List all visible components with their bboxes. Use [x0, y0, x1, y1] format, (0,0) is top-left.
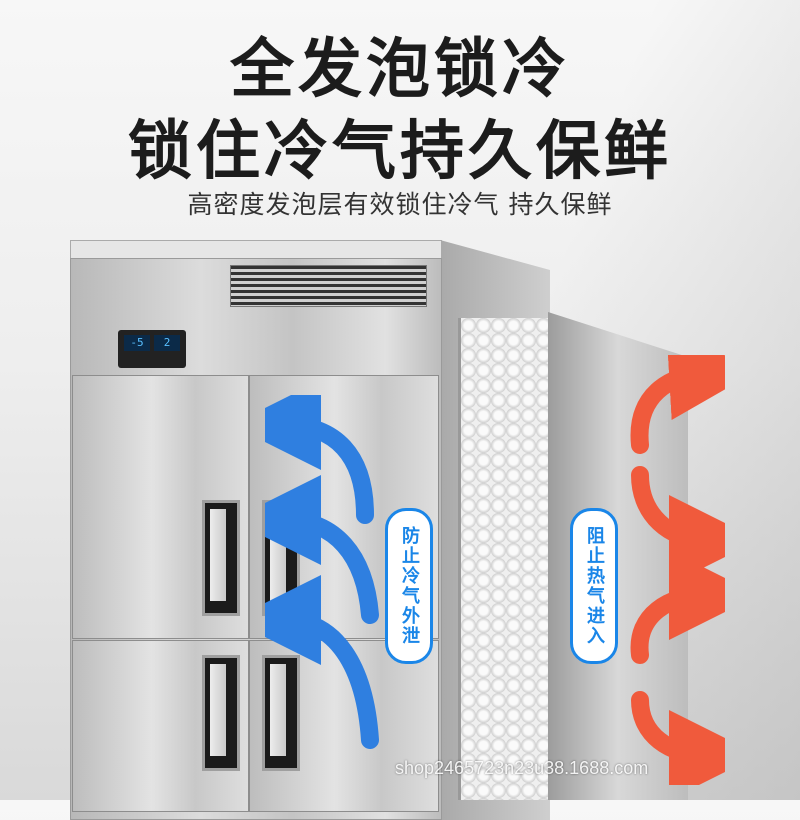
cold-arrow-1	[265, 395, 374, 524]
hot-arrow-4	[631, 691, 725, 785]
temperature-control-panel: -5 2	[118, 330, 186, 368]
door-handle-lower-left[interactable]	[202, 655, 240, 771]
display-right: 2	[154, 335, 180, 351]
hot-air-arrows	[630, 355, 725, 785]
label-prevent-cold-leak: 防止冷气外泄	[385, 508, 433, 664]
hot-arrow-3	[630, 550, 725, 664]
hot-arrow-2	[631, 466, 725, 585]
cold-arrow-2	[265, 475, 379, 624]
watermark: shop2465723n23u38.1688.com	[395, 758, 649, 778]
headline-line-1: 全发泡锁冷	[230, 33, 570, 107]
label-block-heat-entry-text: 阻止热气进入	[584, 526, 605, 646]
door-handle-lower-right[interactable]	[262, 655, 300, 771]
cold-air-arrows	[265, 395, 379, 749]
hot-arrow-1	[630, 355, 725, 454]
display-left: -5	[124, 335, 150, 351]
headline-line-2: 锁住冷气持久保鲜	[128, 115, 672, 189]
cabinet-vent-grille	[230, 265, 427, 307]
foam-insulation-layer	[458, 318, 554, 800]
subheadline: 高密度发泡层有效锁住冷气 持久保鲜	[187, 190, 613, 219]
label-block-heat-entry: 阻止热气进入	[570, 508, 618, 664]
door-handle-upper-left[interactable]	[202, 500, 240, 616]
label-prevent-cold-leak-text: 防止冷气外泄	[399, 526, 420, 646]
cold-arrow-3	[265, 575, 379, 749]
